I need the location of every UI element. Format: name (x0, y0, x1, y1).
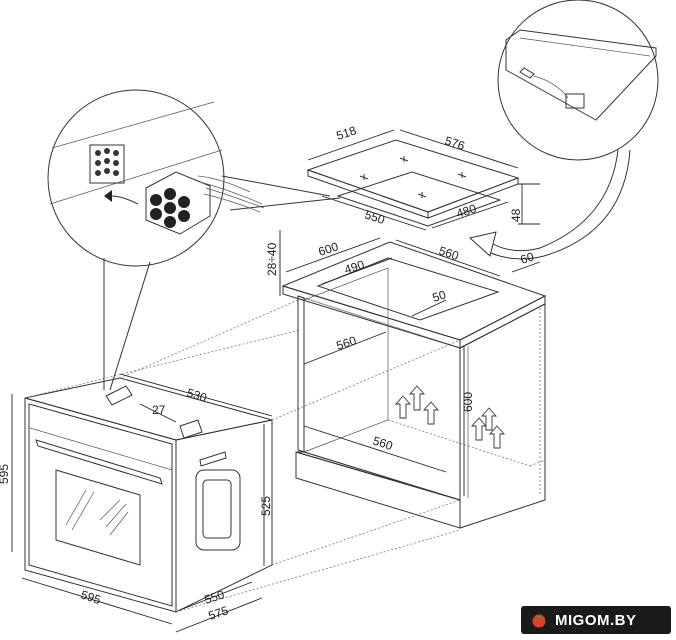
hob-cable-detail-bubble (468, 0, 659, 260)
dim-counter-thickness: 28÷40 (265, 242, 279, 276)
dim-counter-gap: 50 (431, 287, 448, 305)
dim-oven-depth: 530 (185, 386, 209, 406)
socket-block (89, 144, 125, 184)
dim-hob-cut-depth: 480 (455, 201, 479, 221)
cabinet (281, 241, 547, 529)
dim-oven-body-height: 525 (259, 496, 273, 516)
dim-counter-depth: 600 (317, 239, 341, 259)
projection-lines (24, 299, 461, 613)
dim-oven-height: 595 (0, 464, 11, 484)
dim-counter-cut-width: 560 (437, 244, 461, 264)
dim-cabinet-width: 560 (371, 434, 395, 454)
dim-hob-left-depth: 518 (335, 123, 359, 143)
connector-detail-bubble (47, 89, 341, 391)
dim-cabinet-depth: 560 (335, 333, 359, 353)
oven (24, 377, 273, 613)
dim-oven-width: 595 (79, 588, 103, 608)
dim-hob-cut-width: 550 (363, 208, 387, 228)
dimension-labels: 518 576 550 480 48 28÷40 600 490 560 60 … (0, 123, 536, 623)
dim-oven-panel: 27 (152, 403, 166, 417)
brand-name: MIGOM.BY (555, 611, 637, 629)
dim-oven-frame-width: 575 (207, 603, 231, 623)
dim-counter-edge: 60 (519, 249, 536, 267)
hob (306, 139, 520, 227)
brand-badge: MIGOM.BY (521, 606, 671, 634)
dim-counter-cut-depth: 490 (343, 257, 367, 277)
dim-oven-body-width: 550 (203, 587, 227, 607)
tomato-logo-icon (532, 614, 546, 628)
ventilation-arrows (395, 385, 505, 449)
dim-cabinet-height: 600 (461, 392, 475, 412)
dim-hob-right-width: 576 (443, 134, 467, 154)
dimension-lines (11, 129, 541, 633)
plug-block (145, 171, 265, 235)
dim-hob-height: 48 (509, 208, 523, 222)
